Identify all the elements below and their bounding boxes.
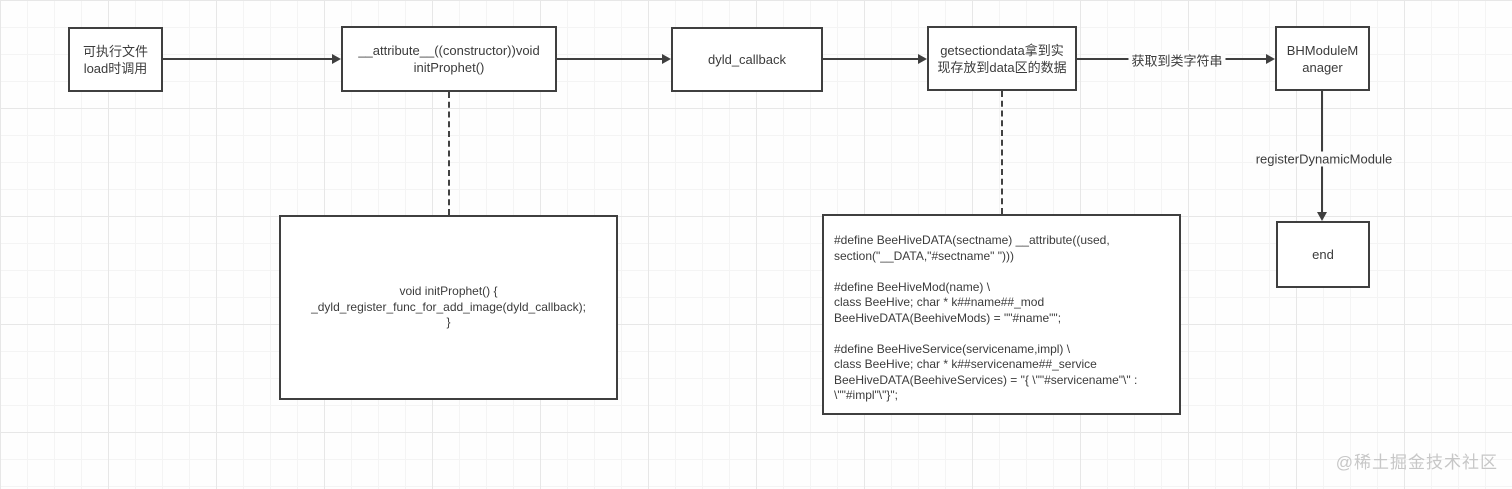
juejin-watermark: @稀土掘金技术社区 — [1335, 453, 1498, 472]
arrowhead-right-icon — [332, 54, 341, 64]
edge-label-get-class-string: 获取到类字符串 — [1128, 50, 1226, 70]
node-dyld-callback: dyld_callback — [671, 27, 823, 92]
node-getsectiondata: getsectiondata拿到实 现存放到data区的数据 — [927, 26, 1077, 91]
edge-executable-to-constructor — [163, 58, 333, 60]
node-bh-module-manager: BHModuleM anager — [1275, 26, 1370, 91]
edge-constructor-to-init-prophet-code — [448, 92, 450, 215]
edge-dyld-callback-to-getsectiondata — [823, 58, 919, 60]
edge-constructor-to-dyld-callback — [557, 58, 663, 60]
arrowhead-right-icon — [918, 54, 927, 64]
node-attribute-constructor: __attribute__((constructor))void initPro… — [341, 26, 557, 92]
node-end: end — [1276, 221, 1370, 288]
node-init-prophet-code: void initProphet() { _dyld_register_func… — [279, 215, 618, 400]
edge-getsectiondata-to-macros-code — [1001, 91, 1003, 214]
node-beehive-macros-code: #define BeeHiveDATA(sectname) __attribut… — [822, 214, 1181, 415]
arrowhead-right-icon — [662, 54, 671, 64]
arrowhead-down-icon — [1317, 212, 1327, 221]
arrowhead-right-icon — [1266, 54, 1275, 64]
node-executable-load: 可执行文件 load时调用 — [68, 27, 163, 92]
edge-label-register-dynamic-module: registerDynamicModule — [1252, 151, 1396, 167]
